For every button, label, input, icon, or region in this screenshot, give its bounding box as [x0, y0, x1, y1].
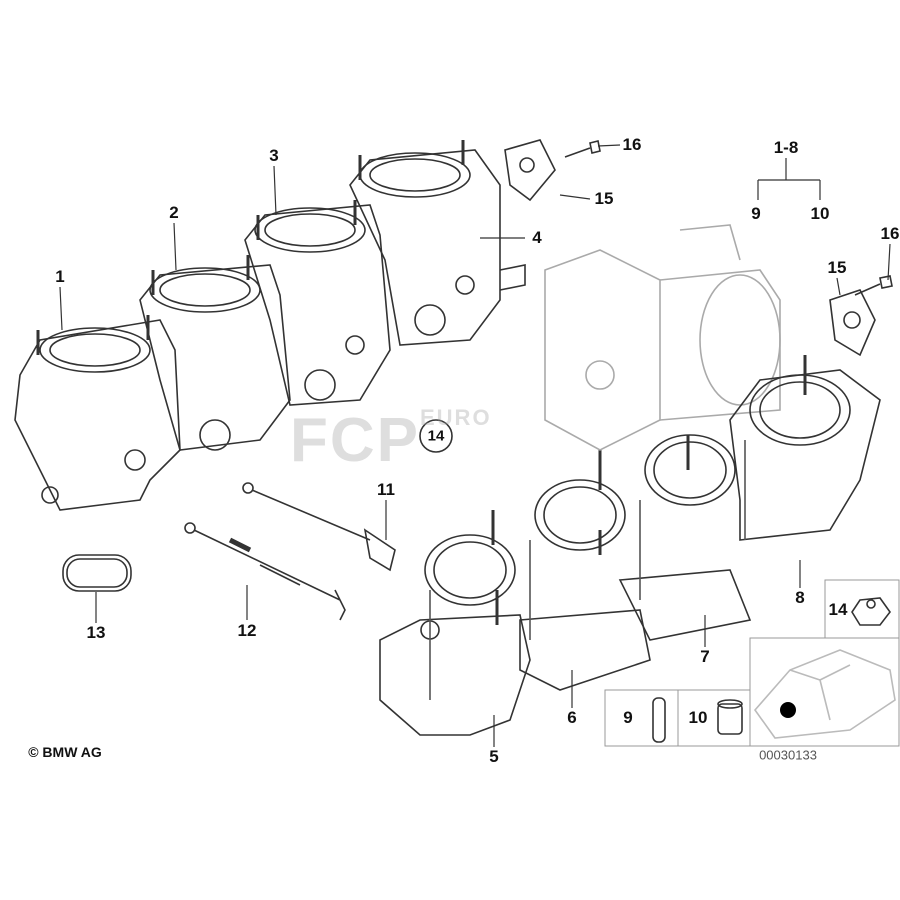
throttle-body-6: [519, 479, 651, 691]
callout-14-circled: 14: [427, 427, 445, 445]
throttle-body-4: [349, 149, 526, 346]
callout-4: 4: [532, 228, 542, 247]
stud-icon: [652, 697, 666, 743]
legend-9-label: 9: [623, 708, 633, 727]
sleeve-icon: [717, 699, 743, 735]
callout-11: 11: [377, 480, 395, 499]
throttle-sensor-top: [504, 139, 601, 202]
studs: [36, 140, 807, 625]
throttle-body-2: [139, 264, 291, 451]
callout-6: 6: [567, 708, 577, 727]
callout-group-9: 9: [751, 204, 761, 223]
callout-15-right: 15: [827, 258, 847, 277]
legend-frames: [604, 579, 900, 747]
callout-8: 8: [795, 588, 805, 607]
callout-15-top: 15: [594, 189, 614, 208]
callout-7: 7: [700, 647, 710, 666]
callout-3: 3: [269, 146, 279, 165]
watermark: FCPEURO: [290, 405, 492, 475]
callout-group-10: 10: [810, 204, 830, 223]
legend-10-label: 10: [688, 708, 708, 727]
throttle-body-7: [618, 434, 752, 641]
throttle-sensor-right: [829, 275, 893, 357]
throttle-body-5: [379, 534, 531, 736]
location-dot: [780, 702, 796, 718]
diagram-number: 00030133: [759, 747, 817, 763]
car-location-icon: [753, 649, 896, 739]
throttle-body-1: [14, 319, 181, 511]
nut-icon: [851, 597, 891, 626]
linkage-rod-12: [184, 522, 346, 621]
throttle-body-8: [729, 369, 881, 541]
actuator: [544, 224, 781, 451]
throttle-body-3: [244, 204, 391, 406]
callout-12: 12: [237, 621, 257, 640]
callout-group-1-8: 1-8: [773, 138, 799, 157]
callout-2: 2: [169, 203, 179, 222]
linkage-rod-11: [242, 482, 396, 572]
callout-1: 1: [55, 267, 65, 286]
callout-16-right: 16: [880, 224, 900, 243]
copyright: © BMW AG: [28, 744, 102, 760]
legend-14-label: 14: [828, 600, 848, 619]
leader-lines: [59, 144, 891, 747]
gasket-13: [62, 554, 132, 592]
callout-16-top: 16: [622, 135, 642, 154]
nut-callout-circle: [419, 419, 453, 453]
callout-13: 13: [86, 623, 106, 642]
callout-5: 5: [489, 747, 499, 766]
